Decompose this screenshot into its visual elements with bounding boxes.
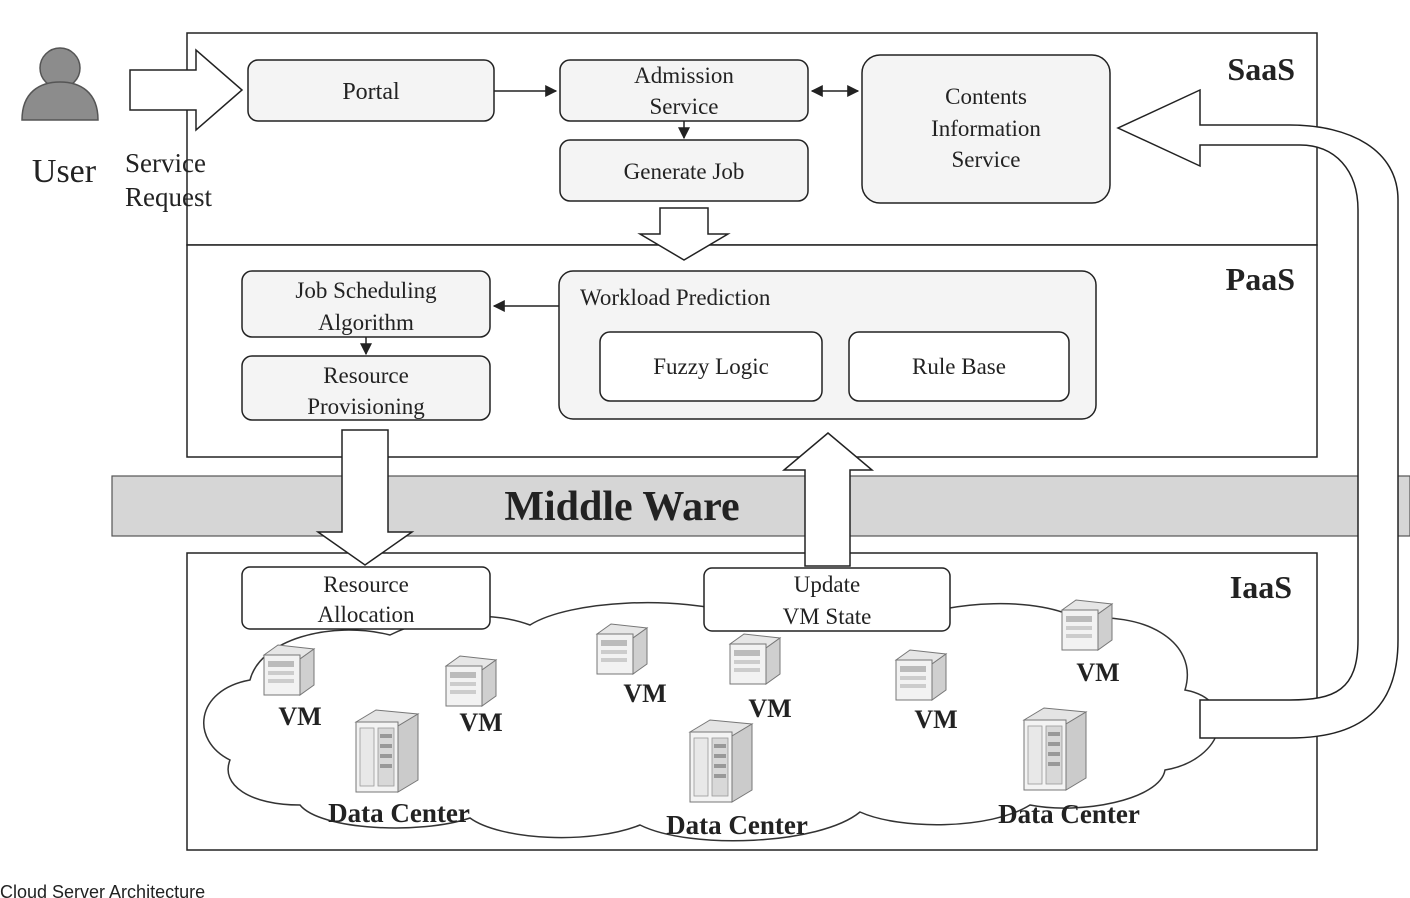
resource-provisioning-line1: Resource <box>323 363 409 388</box>
vm-label: VM <box>459 708 502 737</box>
data-center-icon <box>689 719 753 803</box>
update-vm-state-line2: VM State <box>783 604 872 629</box>
update-to-prediction-arrow <box>781 432 875 567</box>
data-center-label: Data Center <box>666 810 808 840</box>
generate-job-label: Generate Job <box>624 159 745 184</box>
data-center-label: Data Center <box>998 799 1140 829</box>
fuzzy-logic-box <box>599 331 823 402</box>
workload-prediction-label: Workload Prediction <box>580 285 771 310</box>
data-center-label: Data Center <box>328 798 470 828</box>
resource-provisioning-line2: Provisioning <box>307 394 425 419</box>
user-label: User <box>32 153 97 190</box>
rule-base-label: Rule Base <box>912 354 1006 379</box>
generate-to-paas-arrow <box>637 207 731 261</box>
iaas-label: IaaS <box>1230 569 1292 605</box>
contents-label-line2: Information <box>931 116 1041 141</box>
vm-server-icon <box>729 633 781 685</box>
resource-allocation-line1: Resource <box>323 572 409 597</box>
resource-allocation-line2: Allocation <box>317 602 415 627</box>
feedback-arrow <box>1116 88 1399 739</box>
job-scheduling-line1: Job Scheduling <box>295 278 437 303</box>
vm-server-icon <box>263 644 315 696</box>
vm-server-icon <box>596 623 648 675</box>
vm-label: VM <box>623 679 666 708</box>
data-center-icon <box>1023 707 1087 791</box>
vm-label: VM <box>914 705 957 734</box>
provisioning-to-allocation-arrow <box>315 429 415 566</box>
admission-label-line1: Admission <box>634 63 734 88</box>
contents-information-service-box <box>861 54 1111 204</box>
service-request-line2: Request <box>125 182 212 212</box>
update-vm-state-line1: Update <box>794 572 860 597</box>
vm-label: VM <box>278 702 321 731</box>
contents-label-line1: Contents <box>945 84 1027 109</box>
generate-job-box <box>559 139 809 202</box>
middleware-label: Middle Ware <box>504 484 739 530</box>
update-vm-state-box <box>703 567 951 632</box>
saas-label: SaaS <box>1227 51 1295 87</box>
resource-allocation-box <box>241 566 491 630</box>
admission-label-line2: Service <box>650 94 719 119</box>
middleware-band <box>111 475 1410 537</box>
fuzzy-logic-label: Fuzzy Logic <box>653 354 769 379</box>
vm-server-icon <box>895 649 947 701</box>
paas-label: PaaS <box>1226 261 1295 297</box>
vm-server-icon <box>445 655 497 707</box>
service-request-arrow <box>129 48 244 132</box>
portal-label: Portal <box>342 79 400 105</box>
contents-label-line3: Service <box>952 147 1021 172</box>
vm-server-icon <box>1061 599 1113 651</box>
user-icon <box>21 47 99 121</box>
service-request-line1: Service <box>125 148 206 178</box>
data-center-icon <box>355 709 419 793</box>
vm-label: VM <box>1076 658 1119 687</box>
resource-provisioning-box <box>241 355 491 421</box>
figure-caption: Cloud Server Architecture <box>0 882 206 898</box>
job-scheduling-line2: Algorithm <box>318 310 414 335</box>
vm-label: VM <box>748 694 791 723</box>
rule-base-box <box>848 331 1070 402</box>
